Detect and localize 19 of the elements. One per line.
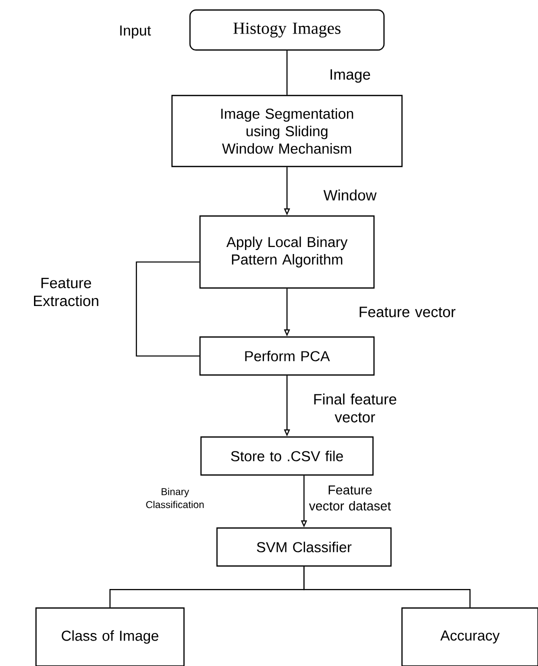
edge-label: Feature vector dataset: [309, 486, 391, 510]
process-box: Store to .CSV file: [200, 436, 374, 476]
connector-line: [136, 261, 200, 357]
process-box: Accuracy: [401, 607, 538, 666]
process-box: SVM Classifier: [216, 527, 392, 567]
process-box: Class of Image: [35, 607, 185, 666]
note-label: Binary Classification: [146, 488, 204, 508]
edge-label: Final feature vector: [314, 394, 396, 422]
process-box: Perform PCA: [199, 336, 375, 376]
side-label: Input: [120, 26, 151, 38]
edge-label: Window: [323, 190, 377, 200]
edge-label: Feature vector: [360, 306, 456, 318]
process-box: Image Segmentation using Sliding Window Mechanism: [171, 94, 403, 168]
connector-line: [303, 566, 471, 608]
process-box: Apply Local Binary Pattern Algorithm: [199, 215, 375, 289]
edge-label: Image: [330, 69, 370, 83]
input-box: Histogy Images: [189, 9, 385, 51]
connector-line: [286, 50, 288, 95]
edge-label: Feature Extraction: [34, 278, 98, 306]
